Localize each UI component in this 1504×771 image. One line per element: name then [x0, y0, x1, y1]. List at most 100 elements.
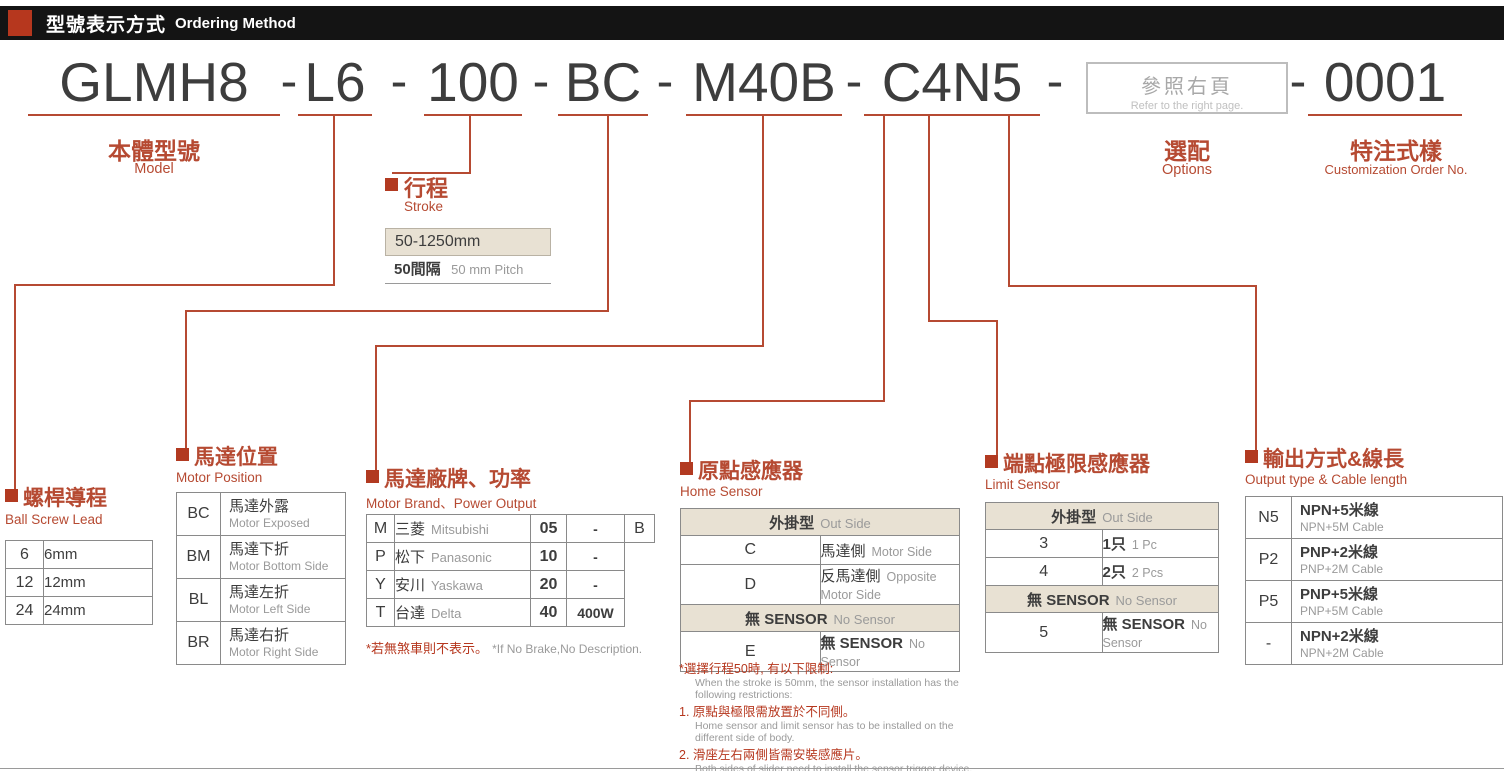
position-desc: 馬達左折 Motor Left Side [220, 578, 346, 622]
output-desc: NPN+5米線 NPN+5M Cable [1291, 496, 1503, 539]
position-desc: 馬達外露 Motor Exposed [220, 492, 346, 536]
connector-line-output [1008, 285, 1257, 287]
connector-line-home-sensor [883, 116, 885, 402]
sensor-code: D [680, 564, 821, 605]
table-row: BR 馬達右折 Motor Right Side [176, 621, 346, 665]
sensor-code: E [680, 631, 821, 672]
connector-line-motor-position [185, 310, 187, 448]
page-header: 型號表示方式 Ordering Method [0, 6, 1504, 40]
dash-separator: - [1046, 53, 1064, 109]
connector-line-motor-position [185, 310, 609, 312]
output-title-en: Output type & Cable length [1245, 472, 1408, 487]
lead-code: 24 [5, 596, 44, 625]
output-table: N5 NPN+5米線 NPN+5M Cable P2 PNP+2米線 PNP+2… [1245, 496, 1503, 665]
page-title-en: Ordering Method [175, 14, 296, 32]
table-row: P5 PNP+5米線 PNP+5M Cable [1245, 580, 1503, 623]
power-code: 20 [530, 570, 567, 599]
connector-line-output [1008, 116, 1010, 287]
page-title-zh: 型號表示方式 [46, 14, 167, 36]
note-en: When the stroke is 50mm, the sensor inst… [695, 677, 959, 701]
connector-line-motor-brand [375, 345, 764, 347]
brand-code: M [366, 514, 395, 543]
output-desc: PNP+5米線 PNP+5M Cable [1291, 580, 1503, 623]
position-code: BC [176, 492, 221, 536]
connector-line-limit-sensor [928, 320, 998, 322]
ball-screw-lead-square-icon [5, 489, 18, 502]
output-code: P5 [1245, 580, 1292, 623]
lead-value: 24mm [43, 596, 153, 625]
dash-separator: - [280, 53, 298, 109]
ball-screw-lead-title-en: Ball Screw Lead [5, 512, 103, 527]
options-reference-en: Refer to the right page. [1130, 100, 1244, 112]
connector-line-stroke [392, 172, 471, 174]
sensor-code: C [680, 535, 821, 565]
note-en: Both sides of slider need to install the… [695, 763, 973, 771]
page-bottom-rule [0, 768, 1504, 769]
home-sensor-square-icon [680, 462, 693, 475]
caption-model-en: Model [134, 161, 174, 177]
brake-note: *若無煞車則不表示。*If No Brake,No Description. [366, 641, 643, 656]
stroke-range-value: 50-1250mm [385, 228, 551, 256]
dash-separator: - [845, 53, 863, 109]
output-code: - [1245, 622, 1292, 665]
brand-code: Y [366, 570, 395, 599]
stroke-pitch-zh: 50間隔 [394, 261, 441, 278]
output-desc: PNP+2米線 PNP+2M Cable [1291, 538, 1503, 581]
motor-position-table: BC 馬達外露 Motor Exposed BM 馬達下折 Motor Bott… [176, 492, 346, 665]
table-row: BL 馬達左折 Motor Left Side [176, 578, 346, 622]
limit-sensor-title-zh: 端點極限感應器 [1003, 453, 1150, 476]
stroke-title-zh: 行程 [404, 176, 449, 201]
stroke-section-square-icon [385, 178, 398, 191]
motor-brand-title-en: Motor Brand、Power Output [366, 496, 537, 511]
connector-line-home-sensor [689, 400, 691, 462]
limit-sensor-title-en: Limit Sensor [985, 477, 1061, 492]
dash-separator: - [656, 53, 674, 109]
power-code: 05 [530, 514, 567, 543]
sensor-code: 4 [985, 557, 1103, 586]
lead-value: 12mm [43, 568, 153, 597]
output-code: P2 [1245, 538, 1292, 581]
brand-code: P [366, 542, 395, 571]
model-segment-custom: 0001 [1308, 52, 1462, 116]
connector-line-lead [333, 116, 335, 286]
table-row: 24 24mm [5, 596, 153, 625]
connector-line-lead [14, 284, 16, 489]
position-code: BM [176, 535, 221, 579]
output-code: N5 [1245, 496, 1292, 539]
output-title-zh: 輸出方式&線長 [1263, 448, 1405, 471]
position-code: BL [176, 578, 221, 622]
options-reference-box: 參照右頁 Refer to the right page. [1086, 62, 1288, 114]
lead-code: 12 [5, 568, 44, 597]
table-row: P2 PNP+2米線 PNP+2M Cable [1245, 538, 1503, 581]
connector-line-limit-sensor [928, 116, 930, 322]
ball-screw-lead-title-zh: 螺桿導程 [23, 487, 107, 510]
connector-line-stroke [469, 116, 471, 174]
dash-separator: - [1289, 53, 1307, 109]
connector-line-motor-brand [375, 345, 377, 470]
position-desc: 馬達下折 Motor Bottom Side [220, 535, 346, 579]
dash-separator: - [390, 53, 408, 109]
motor-brand-title-zh: 馬達廠牌、功率 [384, 468, 531, 491]
note-zh: 2. 滑座左右兩側皆需安裝感應片。 [679, 748, 868, 762]
table-row: BC 馬達外露 Motor Exposed [176, 492, 346, 536]
connector-line-motor-brand [762, 116, 764, 347]
model-segment-body: GLMH8 [28, 52, 280, 116]
note-en: Home sensor and limit sensor has to be i… [695, 720, 954, 744]
limit-sensor-square-icon [985, 455, 998, 468]
table-row: 12 12mm [5, 568, 153, 597]
